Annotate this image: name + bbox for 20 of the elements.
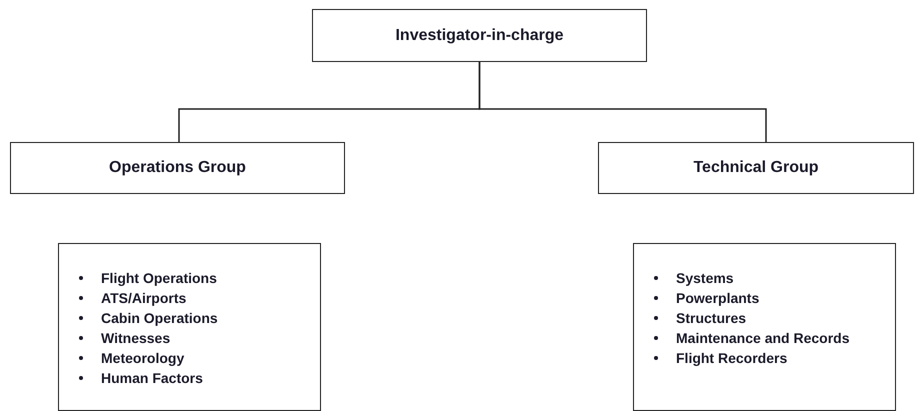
list-item: Flight Operations [101,270,217,286]
list-item: Human Factors [101,370,203,386]
list-item: Maintenance and Records [676,330,850,346]
box-title: Investigator-in-charge [395,26,564,44]
list-item: Powerplants [676,290,760,306]
list-item: Systems [676,270,734,286]
box-title: Technical Group [693,159,819,177]
list-item: Cabin Operations [101,310,218,326]
list-item: Witnesses [101,330,170,346]
list-item: Meteorology [101,350,184,366]
org-box [10,142,345,194]
connector-line [478,62,767,142]
org-box [312,9,647,62]
box-title: Operations Group [109,159,246,177]
list-item: ATS/Airports [101,290,186,306]
list-box [58,243,321,411]
list-item: Structures [676,310,746,326]
list-item: Flight Recorders [676,350,788,366]
org-box [598,142,914,194]
list-box [633,243,896,411]
